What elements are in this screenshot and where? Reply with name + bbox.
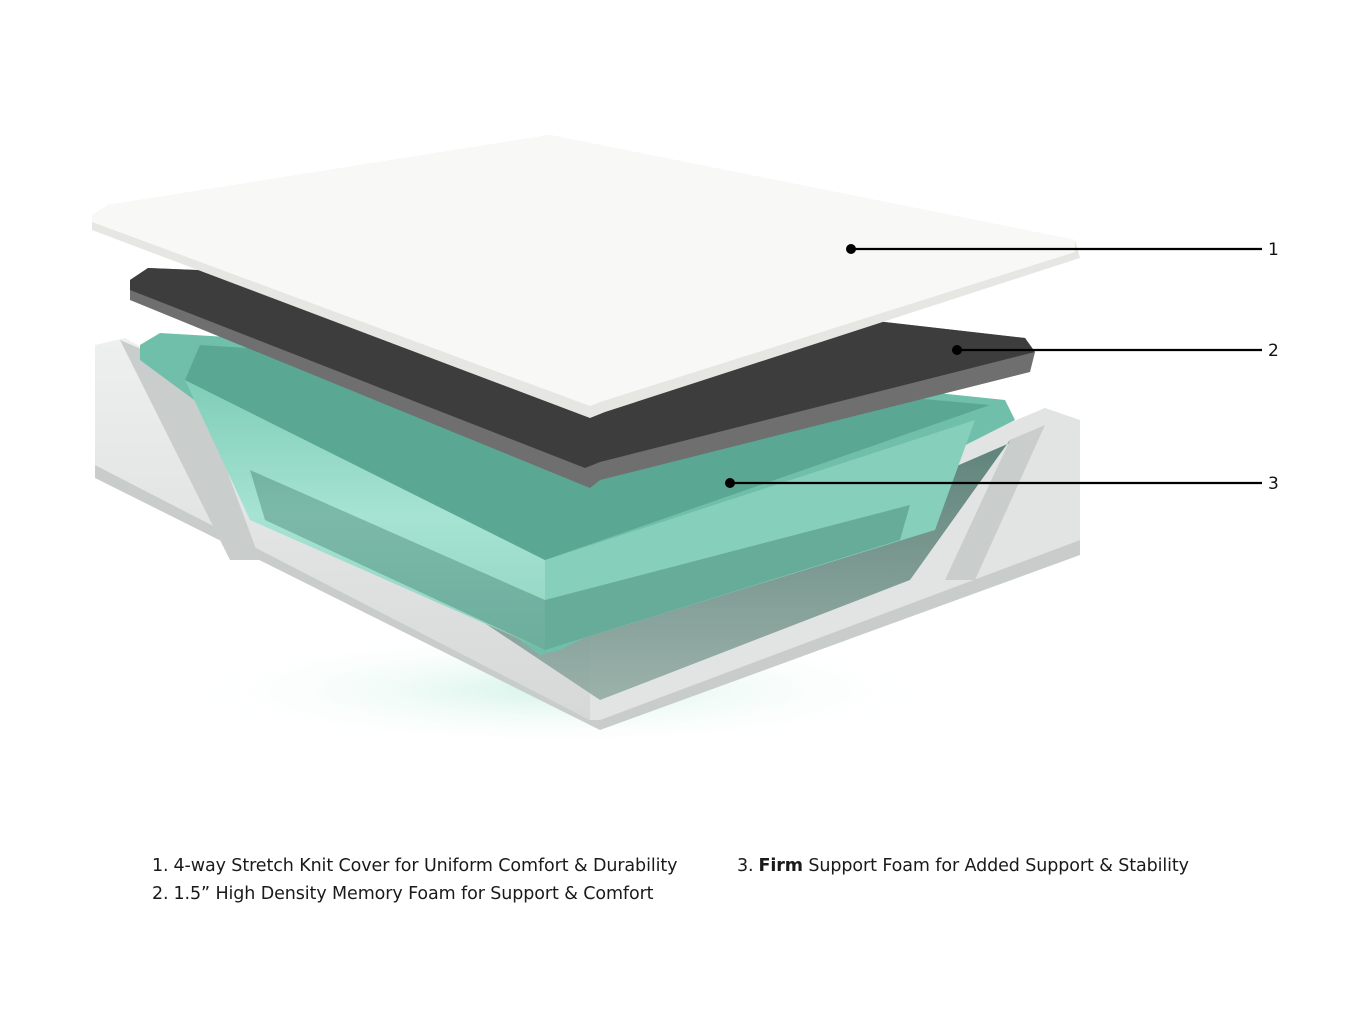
legend-column-right: 3.Firm Support Foam for Added Support & … <box>737 852 1189 880</box>
legend-text: 1.5” High Density Memory Foam for Suppor… <box>173 884 654 904</box>
legend-text: Support Foam for Added Support & Stabili… <box>802 856 1189 876</box>
legend-item-2: 2.1.5” High Density Memory Foam for Supp… <box>152 880 677 908</box>
callout-leader-lines <box>730 247 1262 485</box>
callout-dot-2 <box>952 345 962 355</box>
callout-dot-1 <box>846 244 856 254</box>
legend-item-1: 1.4-way Stretch Knit Cover for Uniform C… <box>152 852 677 880</box>
legend-text: 4-way Stretch Knit Cover for Uniform Com… <box>173 856 678 876</box>
callout-dot-3 <box>725 478 735 488</box>
legend-column-left: 1.4-way Stretch Knit Cover for Uniform C… <box>152 852 677 908</box>
legend-item-3: 3.Firm Support Foam for Added Support & … <box>737 852 1189 880</box>
legend-bold: Firm <box>758 856 804 876</box>
callout-number-3: 3 <box>1268 474 1279 494</box>
legend-number: 2. <box>152 884 169 904</box>
legend-number: 1. <box>152 856 169 876</box>
callout-number-1: 1 <box>1268 240 1279 260</box>
cover-layer <box>92 135 1080 418</box>
legend-number: 3. <box>737 856 754 876</box>
callout-dots <box>725 244 962 488</box>
callout-number-2: 2 <box>1268 341 1279 361</box>
